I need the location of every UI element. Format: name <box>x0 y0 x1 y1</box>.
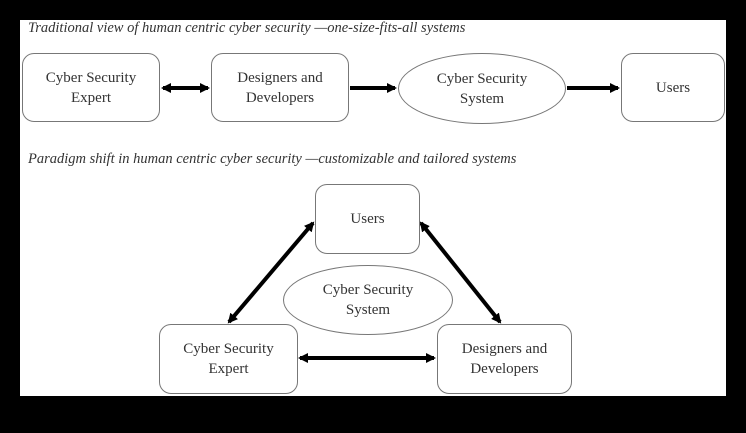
arrows-layer <box>161 83 620 363</box>
bottom-node-expert: Cyber Security Expert <box>159 324 298 394</box>
arrow-users-designers <box>419 221 502 324</box>
bottom-caption: Paradigm shift in human centric cyber se… <box>28 151 517 167</box>
top-node-designers: Designers and Developers <box>211 53 349 122</box>
bottom-node-designers: Designers and Developers <box>437 324 572 394</box>
top-caption: Traditional view of human centric cyber … <box>28 20 466 36</box>
bottom-node-users: Users <box>315 184 420 254</box>
top-node-system: Cyber Security System <box>398 53 566 124</box>
diagram-canvas: Traditional view of human centric cyber … <box>20 20 726 396</box>
bottom-node-system: Cyber Security System <box>283 265 453 335</box>
top-node-expert: Cyber Security Expert <box>22 53 160 122</box>
top-node-users: Users <box>621 53 725 122</box>
arrow-users-expert <box>227 221 315 324</box>
